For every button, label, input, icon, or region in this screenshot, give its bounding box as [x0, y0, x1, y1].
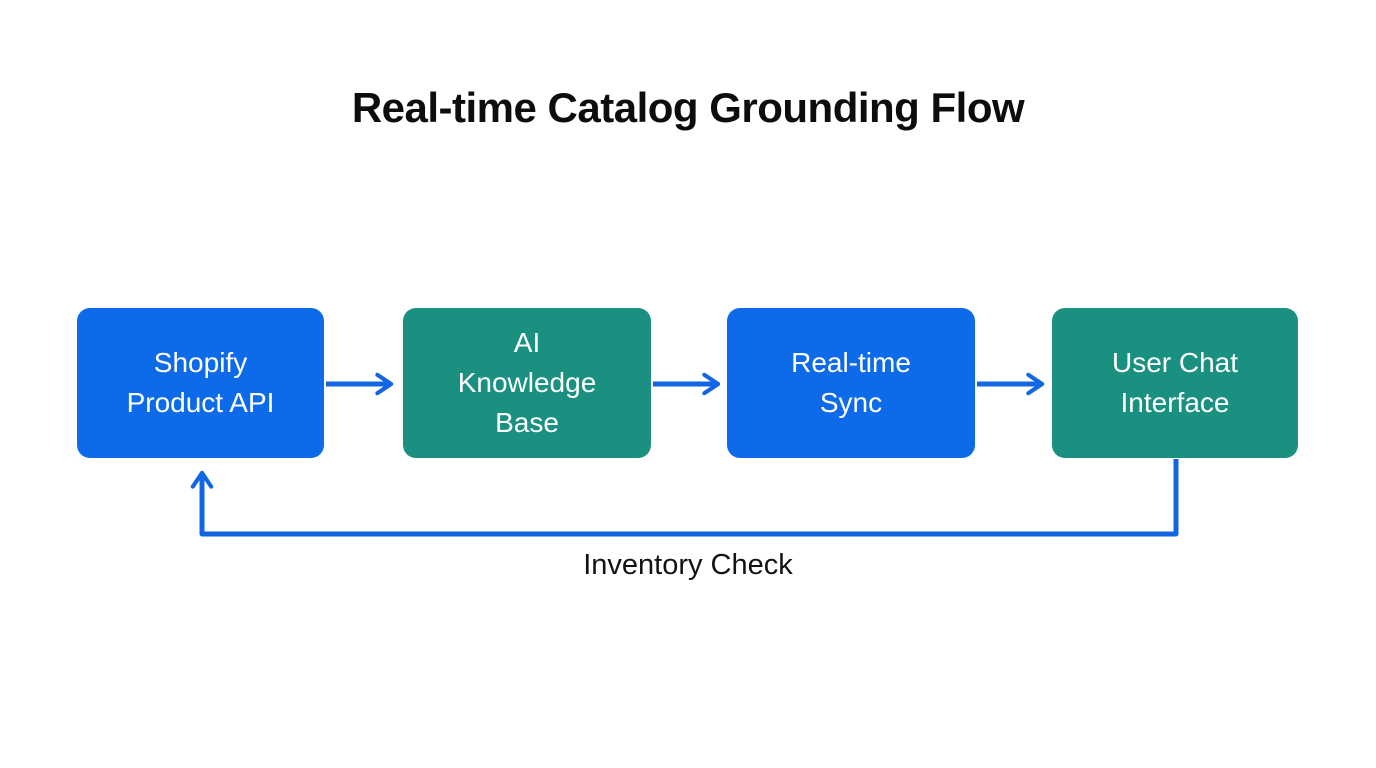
node-label-line: Product API: [126, 387, 275, 418]
node-real-time-sync: Real-time Sync: [727, 308, 975, 458]
edge-feedback-loop: [190, 459, 1179, 537]
node-user-chat-interface: User Chat Interface: [1052, 308, 1298, 458]
node-ai-knowledge-base: AI Knowledge Base: [403, 308, 651, 458]
node-label-line: Interface: [1120, 387, 1230, 418]
node-label-line: Real-time: [791, 347, 911, 378]
node-label-line: AI: [513, 327, 541, 358]
node-shopify-product-api: Shopify Product API: [77, 308, 324, 458]
node-label-line: Shopify: [153, 347, 248, 378]
node-label-line: User Chat: [1111, 347, 1239, 378]
node-label-line: Base: [495, 407, 559, 438]
node-label-line: Sync: [819, 387, 883, 418]
diagram-title: Real-time Catalog Grounding Flow: [351, 84, 1025, 131]
node-label-line: Knowledge: [457, 367, 597, 398]
feedback-edge-label: Inventory Check: [583, 549, 793, 581]
